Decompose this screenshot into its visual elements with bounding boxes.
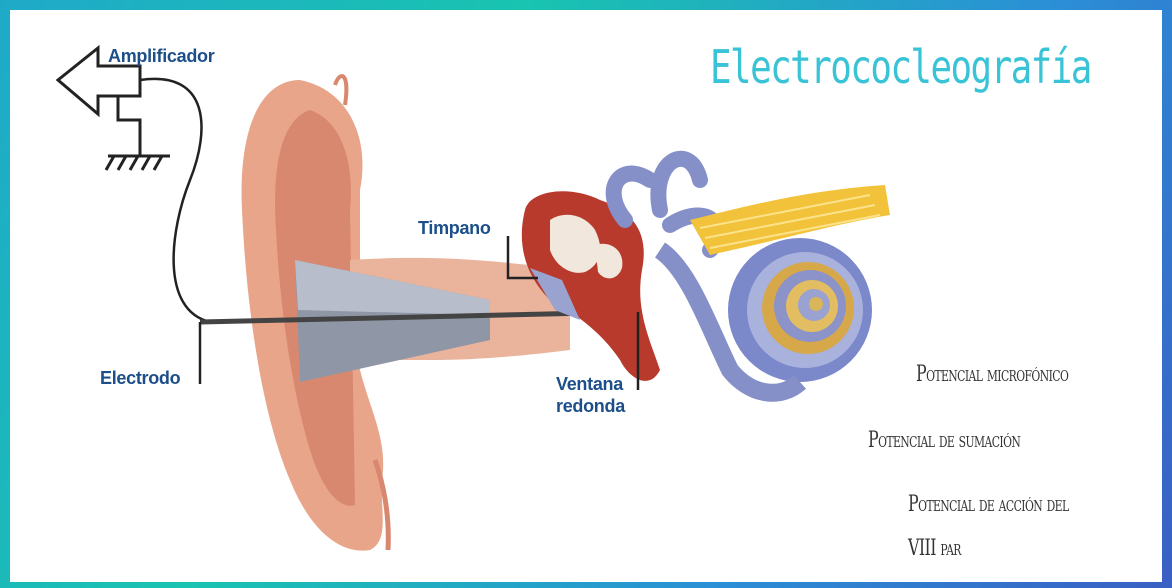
- label-timpano: Timpano: [418, 218, 491, 239]
- slide: Amplificador Timpano Electrodo Ventana r…: [10, 10, 1162, 582]
- potential-sumacion: Potencial de sumación: [868, 428, 1020, 453]
- potential-accion-line2: VIII par: [908, 536, 961, 561]
- potential-accion-line1: Potencial de acción del: [908, 492, 1069, 517]
- label-ventana-line2: redonda: [556, 396, 625, 417]
- page-title: Electrococleografía: [710, 40, 1091, 94]
- label-ventana-line1: Ventana: [556, 374, 623, 395]
- potential-microfonico: Potencial microfónico: [916, 362, 1068, 387]
- amplifier-symbol: [58, 48, 210, 322]
- label-amplificador: Amplificador: [108, 46, 214, 67]
- label-electrodo: Electrodo: [100, 368, 180, 389]
- cochlea: [660, 238, 872, 393]
